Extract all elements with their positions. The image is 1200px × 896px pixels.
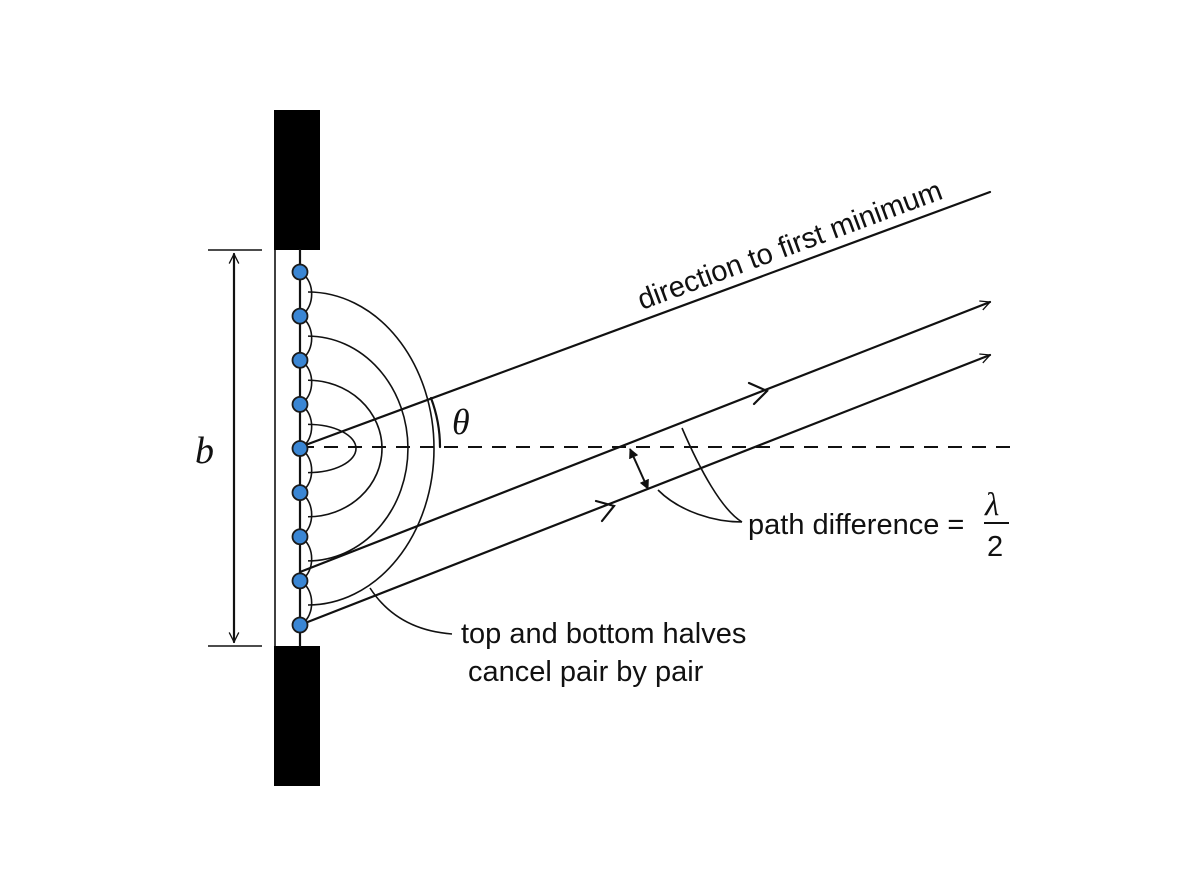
wavelet-arc: [303, 495, 313, 535]
cancel-callout: [369, 587, 453, 635]
ray-lower: [298, 355, 990, 627]
wavelet-arc: [303, 406, 313, 447]
cancel-label-line2: cancel pair by pair: [468, 656, 704, 688]
slit-width-label: b: [195, 430, 214, 472]
point-source: [291, 484, 309, 502]
point-sources: [291, 263, 309, 634]
pairing-arc: [307, 335, 409, 562]
point-source: [291, 307, 309, 325]
angle-arc: [429, 396, 442, 449]
pairing-arc: [307, 379, 383, 518]
point-source: [291, 440, 309, 457]
point-source: [291, 572, 309, 590]
ray-upper: [298, 302, 990, 574]
barrier-bottom: [274, 646, 320, 786]
wavelet-arc: [303, 539, 313, 579]
point-source: [291, 263, 309, 281]
path-difference-label: path difference =: [748, 509, 964, 541]
pairing-arc: [307, 291, 435, 606]
wavelet-arc: [303, 583, 313, 623]
cancel-label-line1: top and bottom halves: [461, 618, 746, 650]
ray-lower-mid-arrow: [594, 499, 616, 523]
direction-label: direction to first minimum: [633, 175, 946, 317]
wavelet-arc: [303, 362, 313, 402]
path-difference-callout: [657, 427, 743, 523]
point-source: [291, 395, 309, 413]
wavelet-arc: [303, 318, 313, 358]
path-difference-arrow: [629, 448, 649, 490]
denominator-label: 2: [987, 531, 1003, 563]
lambda-label: λ: [984, 487, 999, 523]
ray-upper-mid-arrow: [747, 381, 769, 406]
pairing-arc: [307, 423, 357, 474]
point-source: [291, 351, 309, 369]
angle-label: θ: [452, 402, 470, 442]
wavelet-arc: [303, 274, 313, 314]
wavelet-arc: [303, 450, 313, 491]
first-minimum-direction-line: [298, 190, 992, 449]
barrier-top: [274, 110, 320, 250]
wavelet-arcs: [303, 274, 435, 623]
point-source: [291, 616, 309, 634]
point-source: [291, 528, 309, 546]
